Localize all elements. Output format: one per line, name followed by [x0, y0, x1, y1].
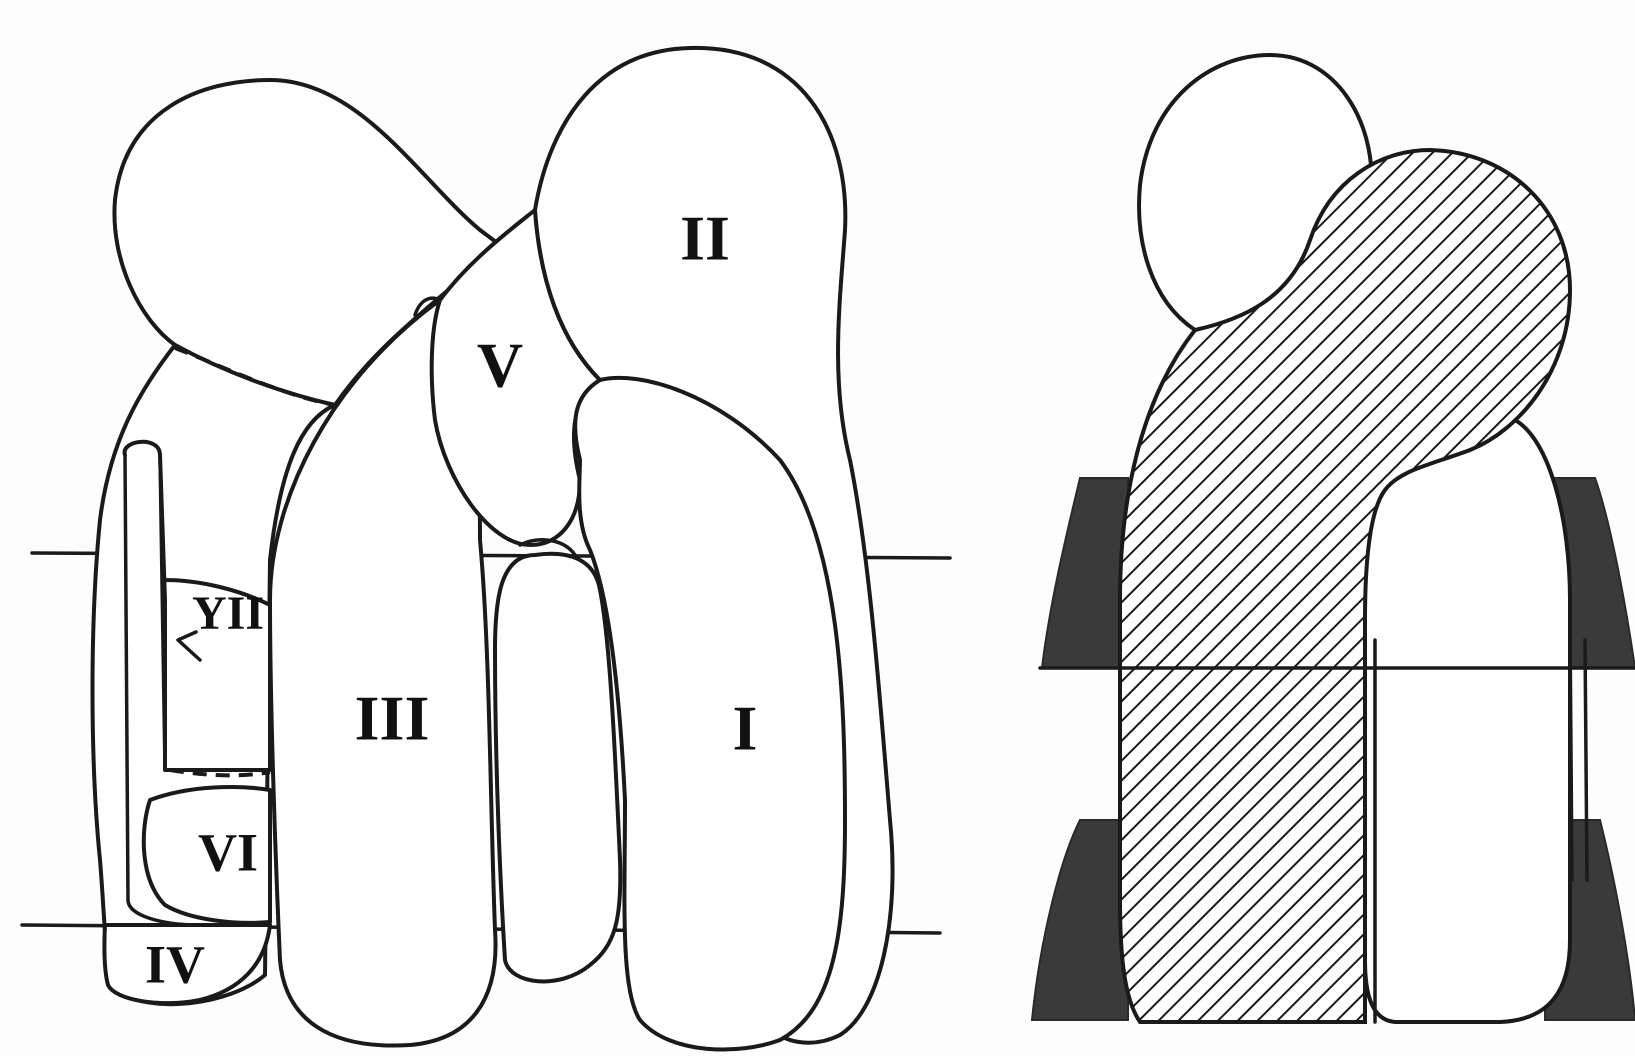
right-diagram	[1032, 55, 1635, 1022]
label-vi: VI	[198, 822, 258, 882]
dark-block-upper-left	[1042, 478, 1128, 668]
left-diagram: I II III IV V VI YII	[22, 48, 950, 1050]
label-ii: II	[680, 203, 730, 274]
right-thin-rod	[1570, 625, 1572, 880]
label-v: V	[477, 330, 523, 401]
label-i: I	[733, 693, 758, 764]
right-white-column	[1360, 420, 1570, 1022]
right-thin-rod-2	[1585, 640, 1587, 880]
label-vii: YII	[192, 587, 264, 640]
label-iii: III	[355, 683, 430, 754]
middle-lower-piece	[495, 554, 620, 982]
dark-block-lower-left	[1032, 820, 1128, 1020]
label-iv: IV	[145, 934, 205, 994]
